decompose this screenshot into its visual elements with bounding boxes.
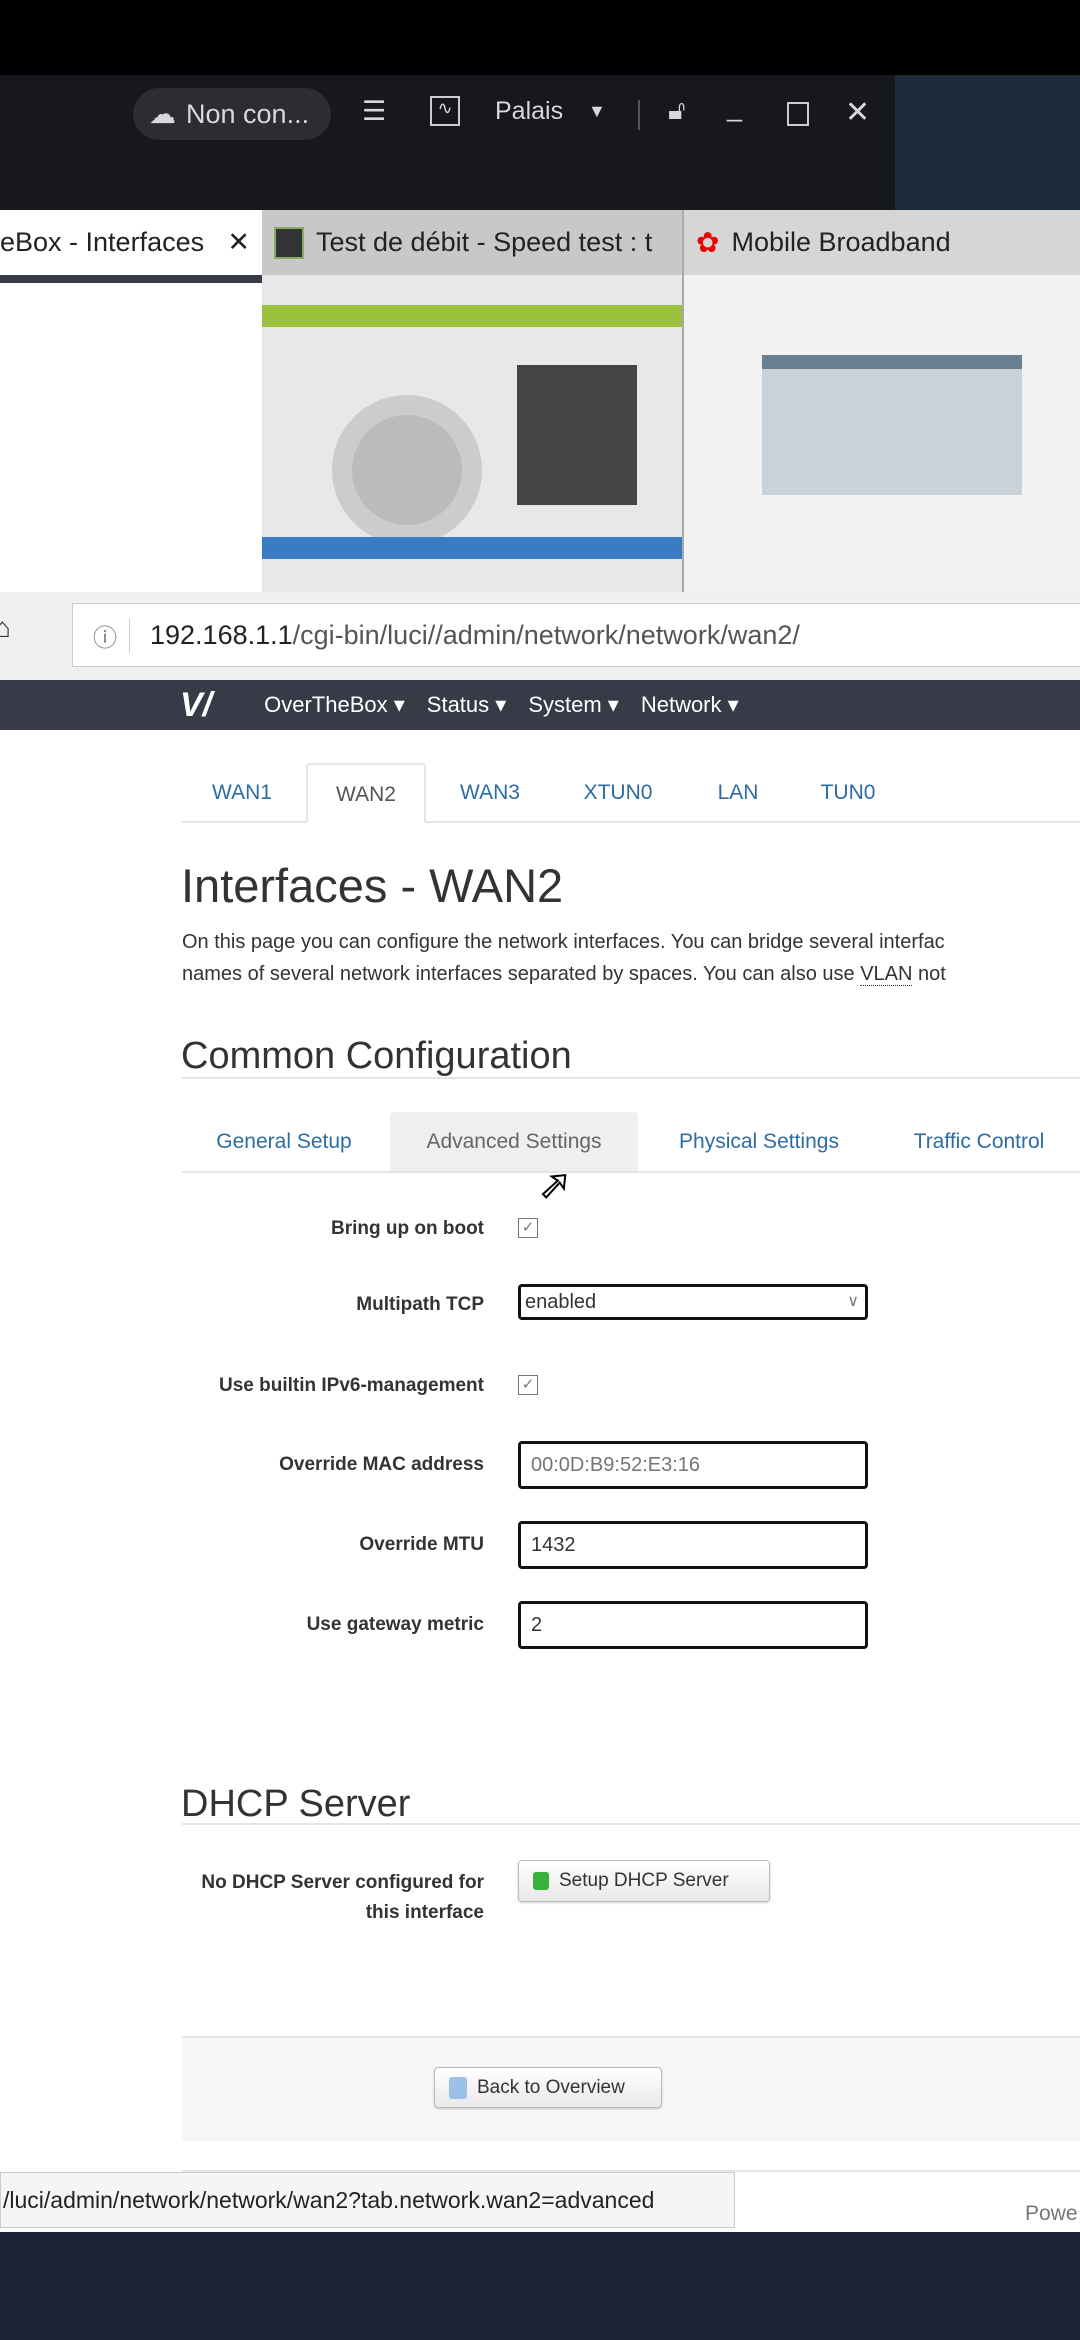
button-label: Back to Overview — [477, 2076, 625, 2098]
tab-title: Mobile Broadband — [731, 227, 951, 257]
tab-advanced-settings[interactable]: Advanced Settings — [390, 1112, 638, 1172]
divider — [182, 821, 1080, 823]
nav-system[interactable]: System ▾ — [528, 692, 619, 717]
gateway-metric-input[interactable]: 2 — [518, 1601, 868, 1649]
nav-network[interactable]: Network ▾ — [640, 692, 739, 717]
ipv6-label: Use builtin IPv6-management — [218, 1375, 484, 1396]
tab-traffic-control[interactable]: Traffic Control — [913, 1130, 1045, 1153]
home-icon[interactable]: ⌂ — [0, 612, 11, 643]
desc-text: names of several network interfaces sepa… — [182, 963, 861, 985]
mac-label: Override MAC address — [279, 1454, 484, 1475]
page-content: WAN1 WAN2 WAN3 XTUN0 LAN TUN0 Interfaces… — [0, 730, 1080, 2232]
cloud-icon: ☁ — [149, 98, 176, 129]
dhcp-label: No DHCP Server configured for — [201, 1872, 484, 1893]
multipath-tcp-select[interactable]: enabled ∨ — [518, 1284, 868, 1320]
boot-label: Bring up on boot — [330, 1218, 484, 1239]
tab-wan3[interactable]: WAN3 — [460, 781, 520, 804]
browser-tab-interfaces[interactable]: eBox - Interfaces ✕ — [0, 210, 262, 592]
mtu-label: Override MTU — [359, 1534, 484, 1555]
mouse-cursor-icon: ➚ — [537, 1162, 572, 1208]
ipv6-management-checkbox[interactable]: ✓ — [518, 1375, 538, 1395]
tab-wan2[interactable]: WAN2 — [306, 763, 426, 823]
section-title-dhcp: DHCP Server — [181, 1783, 411, 1825]
divider — [182, 1823, 1080, 1825]
back-to-overview-button[interactable]: Back to Overview — [434, 2067, 662, 2108]
huawei-favicon: ✿ — [696, 227, 720, 258]
button-label: Setup DHCP Server — [559, 1870, 729, 1891]
nav-status[interactable]: Status ▾ — [426, 692, 507, 717]
desc-text: not — [912, 963, 946, 985]
close-window-icon[interactable]: ✕ — [845, 96, 871, 129]
divider — [182, 1171, 1080, 1173]
page-description: On this page you can configure the netwo… — [182, 931, 945, 953]
divider — [638, 100, 640, 130]
profile-selector[interactable]: Palais — [495, 97, 564, 125]
browser-tab-mobile-broadband[interactable]: ✿ Mobile Broadband — [682, 210, 1080, 592]
add-icon — [533, 1872, 549, 1890]
tab-thumbnail — [262, 275, 682, 592]
tab-thumbnail — [0, 275, 262, 592]
vlan-abbr: VLAN — [860, 963, 913, 986]
mptcp-label: Multipath TCP — [356, 1294, 484, 1315]
section-title-common: Common Configuration — [181, 1035, 572, 1077]
chevron-down-icon: ∨ — [847, 1293, 859, 1310]
desktop-background — [895, 75, 1080, 210]
speedtest-favicon — [274, 226, 304, 259]
url-path: /cgi-bin/luci//admin/network/network/wan… — [292, 619, 800, 650]
browser-tab-strip: eBox - Interfaces ✕ Test de débit - Speed… — [0, 210, 1080, 592]
maximize-icon[interactable] — [787, 102, 809, 126]
divider — [182, 2170, 1080, 2172]
tab-tun0[interactable]: TUN0 — [820, 781, 876, 804]
tab-physical-settings[interactable]: Physical Settings — [679, 1130, 839, 1153]
activity-icon[interactable]: ∿ — [430, 96, 460, 126]
override-mac-input[interactable] — [518, 1441, 868, 1489]
close-tab-icon[interactable]: ✕ — [227, 227, 250, 257]
connection-status-button[interactable]: ☁ Non con... — [133, 88, 331, 140]
select-value: enabled — [525, 1291, 597, 1313]
lock-icon[interactable]: 🔓︎ — [668, 95, 686, 125]
page-description-2: names of several network interfaces sepa… — [182, 963, 946, 986]
back-arrow-icon — [449, 2076, 467, 2099]
tab-wan1[interactable]: WAN1 — [212, 781, 272, 804]
page-title: Interfaces - WAN2 — [181, 859, 564, 912]
taskbar — [0, 2232, 1080, 2340]
caret-down-icon[interactable]: ▼ — [588, 101, 606, 121]
tab-title: eBox - Interfaces — [0, 227, 205, 257]
setup-dhcp-button[interactable]: Setup DHCP Server — [518, 1860, 770, 1902]
minimize-icon[interactable]: _ — [727, 92, 743, 122]
luci-navbar: V/ OverTheBox ▾ Status ▾ System ▾ Networ… — [0, 680, 1080, 730]
connection-status-label: Non con... — [186, 98, 310, 129]
nav-overthebox[interactable]: OverTheBox ▾ — [264, 692, 405, 717]
divider — [182, 1077, 1080, 1079]
tab-xtun0[interactable]: XTUN0 — [583, 781, 653, 804]
url-host: 192.168.1.1 — [150, 619, 293, 650]
ovh-logo[interactable]: V/ — [180, 685, 213, 724]
tab-lan[interactable]: LAN — [717, 781, 759, 804]
tab-thumbnail — [684, 275, 1080, 592]
footer-powered-by: Powe — [1025, 2202, 1078, 2225]
metric-label: Use gateway metric — [306, 1614, 484, 1635]
status-bar-url: /luci/admin/network/network/wan2?tab.net… — [0, 2172, 735, 2228]
tab-general-setup[interactable]: General Setup — [216, 1130, 352, 1153]
bring-up-on-boot-checkbox[interactable]: ✓ — [518, 1218, 538, 1238]
tab-title: Test de débit - Speed test : t — [316, 227, 653, 257]
browser-tab-speedtest[interactable]: Test de débit - Speed test : t — [262, 210, 682, 592]
url-input[interactable]: ⓘ 192.168.1.1/cgi-bin/luci//admin/networ… — [72, 603, 1080, 667]
list-icon[interactable]: ☰ — [362, 96, 387, 126]
info-icon[interactable]: ⓘ — [93, 617, 130, 653]
dhcp-label-2: this interface — [365, 1902, 484, 1923]
override-mtu-input[interactable]: 1432 — [518, 1521, 868, 1569]
